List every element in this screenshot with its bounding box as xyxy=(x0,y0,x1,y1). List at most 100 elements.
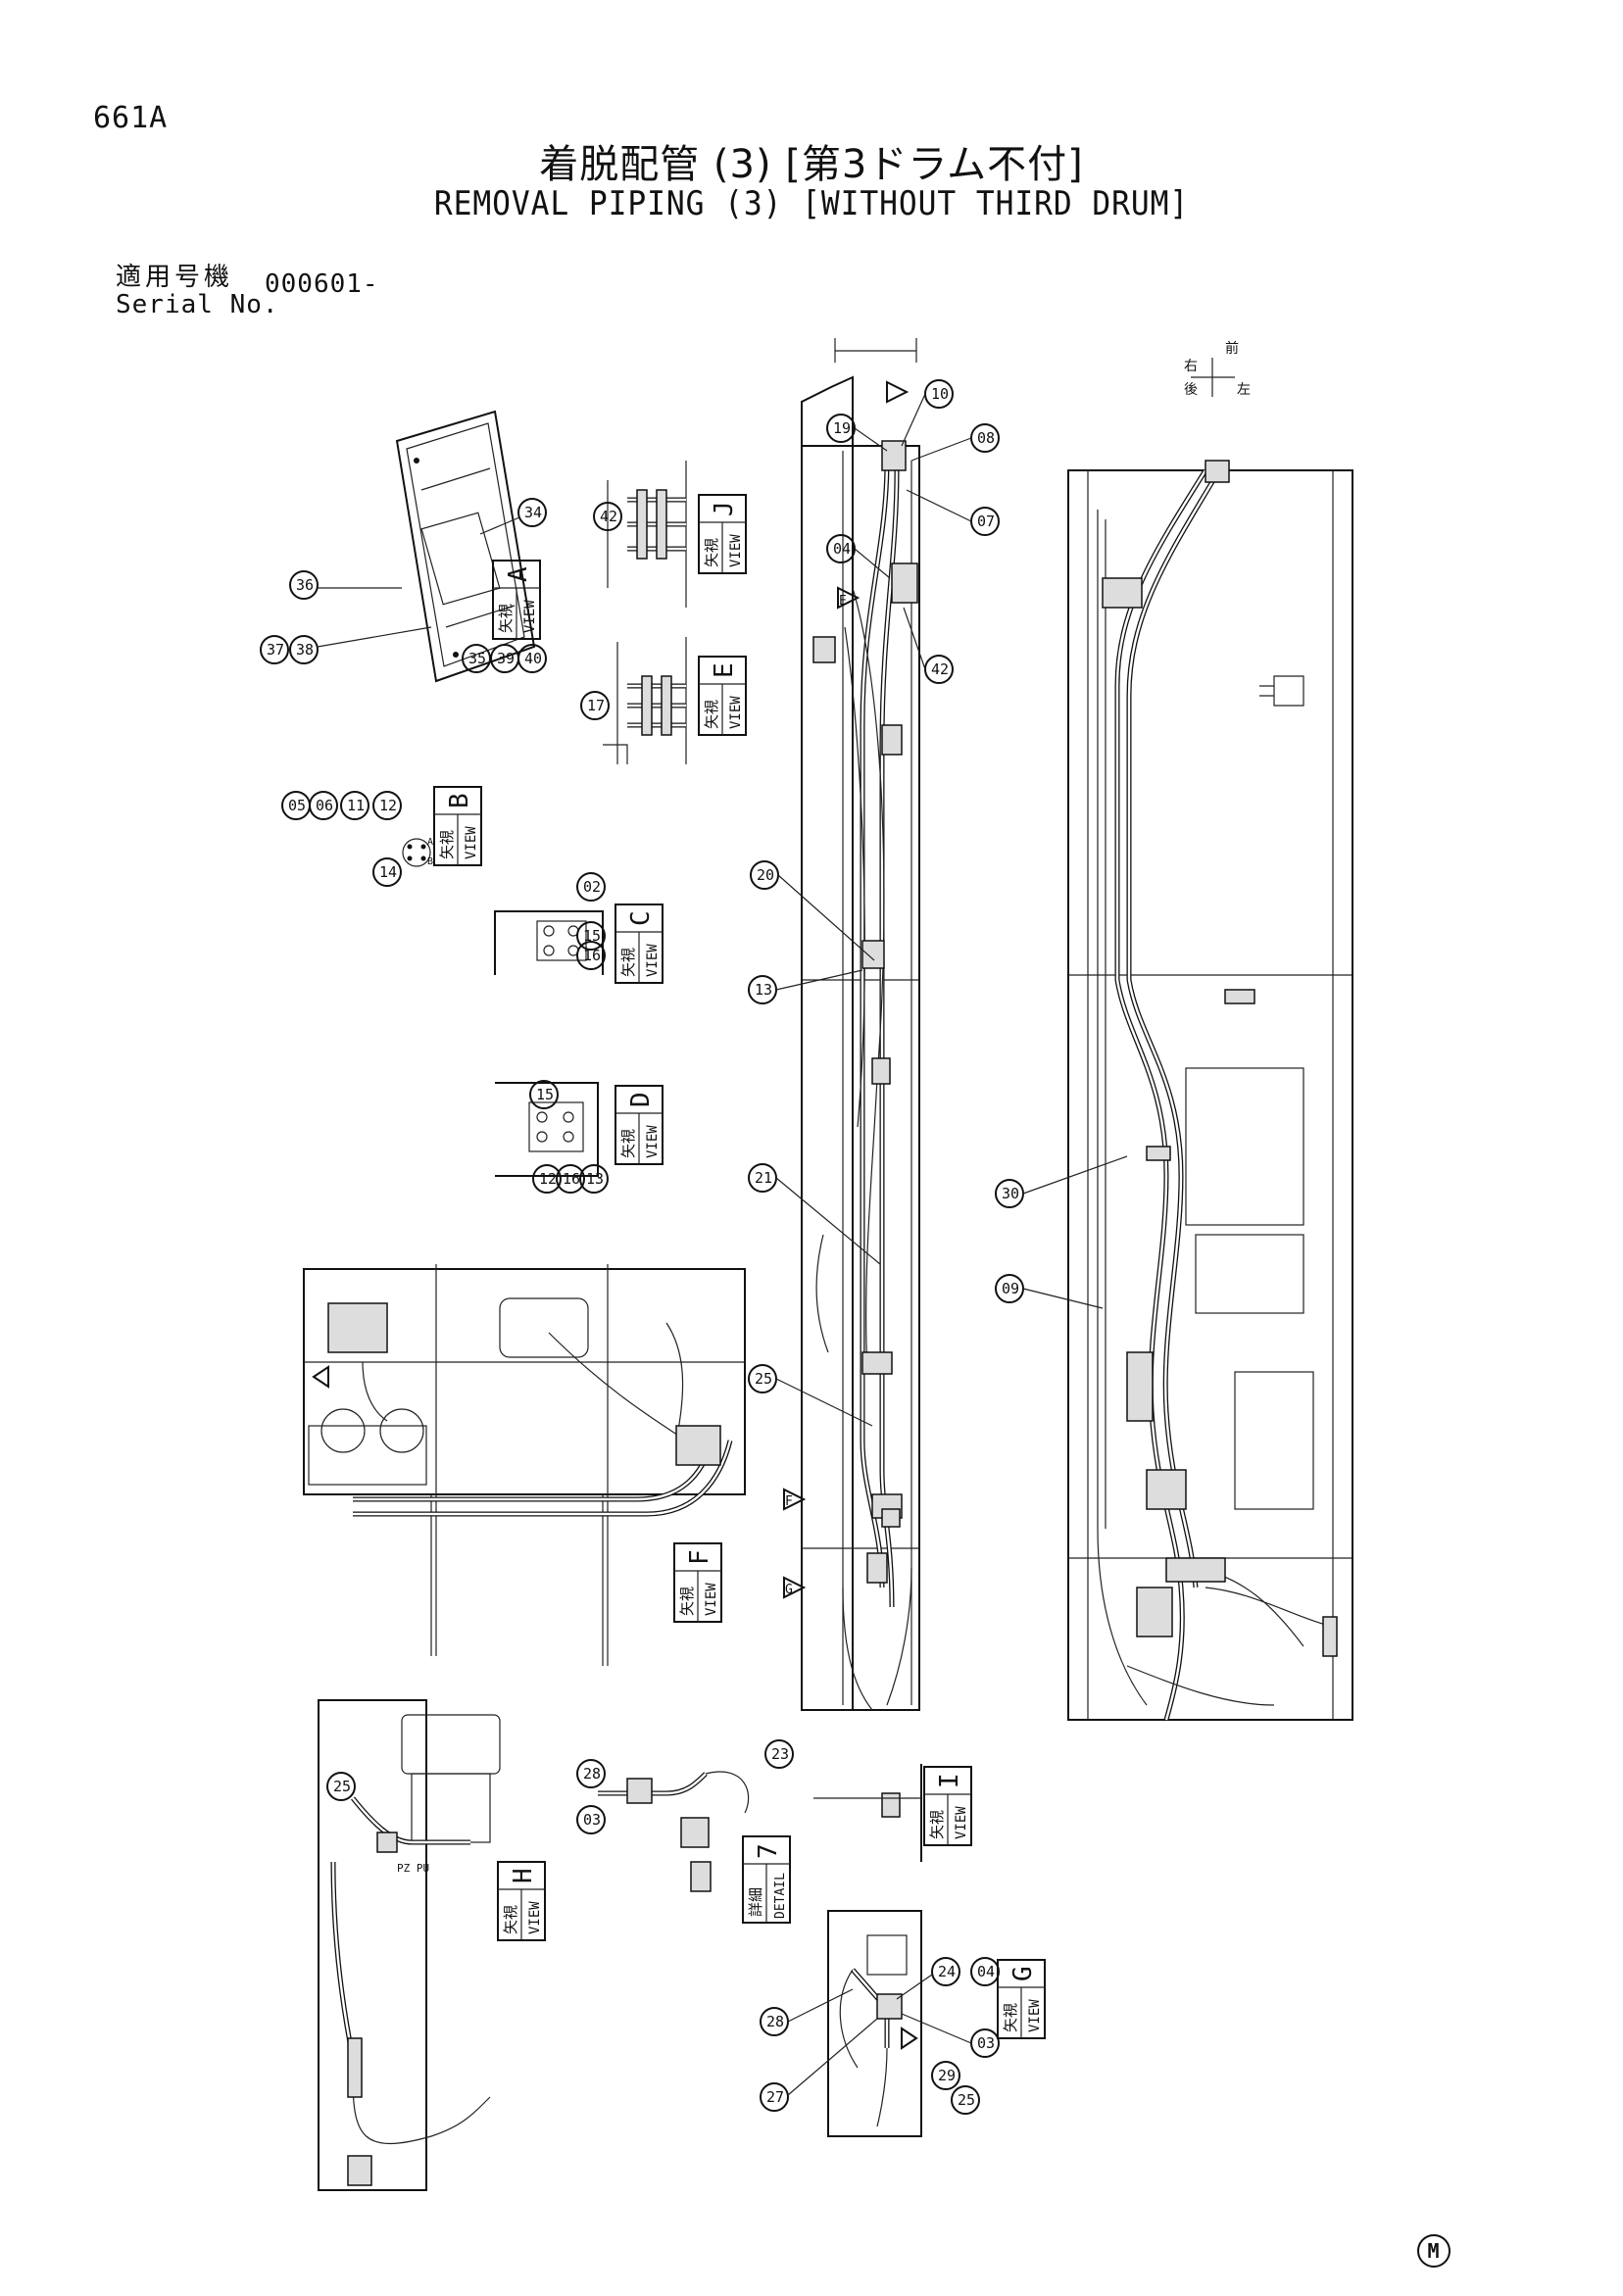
view-arrows: E F G xyxy=(783,380,910,1599)
callout-42: 42 xyxy=(924,655,954,684)
svg-text:VIEW: VIEW xyxy=(527,1901,543,1934)
callout-11: 11 xyxy=(340,791,369,820)
callout-25-g: 25 xyxy=(951,2085,980,2115)
view-label-b: 矢視 VIEW B xyxy=(433,786,482,866)
svg-text:VIEW: VIEW xyxy=(645,944,661,977)
svg-text:15: 15 xyxy=(583,927,601,945)
callout-06: 06 xyxy=(309,791,338,820)
svg-text:矢視: 矢視 xyxy=(928,1810,946,1839)
callout-25-main: 25 xyxy=(748,1364,777,1393)
compass-front: 前 xyxy=(1225,340,1239,357)
callout-40: 40 xyxy=(517,644,547,673)
page-number: 661A xyxy=(93,101,169,135)
svg-text:38: 38 xyxy=(296,641,314,659)
view-label-h: 矢視 VIEW H xyxy=(497,1861,546,1941)
svg-text:11: 11 xyxy=(347,797,365,814)
svg-text:矢視: 矢視 xyxy=(703,700,720,729)
svg-text:B: B xyxy=(445,793,474,808)
manual-mark: M xyxy=(1417,2234,1451,2268)
svg-text:36: 36 xyxy=(296,576,314,594)
callout-14: 14 xyxy=(372,857,402,887)
callout-39: 39 xyxy=(490,644,519,673)
svg-text:I: I xyxy=(935,1773,964,1788)
svg-text:21: 21 xyxy=(755,1169,772,1187)
view-label-d: 矢視 VIEW D xyxy=(615,1085,664,1165)
callout-23: 23 xyxy=(764,1739,794,1769)
view-a-callouts: 34 35 36 37 38 39 40 xyxy=(260,498,547,673)
svg-text:VIEW: VIEW xyxy=(464,826,479,859)
svg-text:19: 19 xyxy=(833,419,851,437)
main-callouts: 19 10 08 07 04 42 20 13 21 25 xyxy=(748,379,1000,1427)
callout-20: 20 xyxy=(750,860,779,890)
svg-text:03: 03 xyxy=(977,2034,995,2052)
view-label-j: 矢視 VIEW J xyxy=(698,494,747,574)
svg-text:VIEW: VIEW xyxy=(728,534,744,567)
callout-37: 37 xyxy=(260,635,289,664)
svg-text:30: 30 xyxy=(1002,1185,1019,1202)
callout-24: 24 xyxy=(931,1957,960,1986)
svg-text:14: 14 xyxy=(379,863,397,881)
view-i-drawing xyxy=(813,1764,922,1862)
view-e-callouts: 17 xyxy=(580,691,610,720)
view-labels: 矢視 VIEW A 矢視 VIEW B 矢視 VIEW C 矢視 VIEW D xyxy=(433,494,1046,2039)
view-b-drawing: A B xyxy=(402,837,433,867)
callout-03-d7: 03 xyxy=(576,1805,606,1834)
svg-text:08: 08 xyxy=(977,429,995,447)
callout-25-h: 25 xyxy=(326,1772,356,1801)
svg-text:D: D xyxy=(626,1092,656,1107)
svg-text:矢視: 矢視 xyxy=(678,1587,696,1616)
svg-text:17: 17 xyxy=(587,697,605,714)
callout-16-d: 16 xyxy=(556,1164,585,1194)
callout-36: 36 xyxy=(289,570,319,600)
svg-text:7: 7 xyxy=(754,1843,783,1859)
svg-text:39: 39 xyxy=(497,650,515,667)
pz-pu-label: PZ PU xyxy=(397,1862,429,1875)
svg-text:16: 16 xyxy=(563,1170,580,1188)
svg-text:E: E xyxy=(710,662,739,678)
port-a-label: A xyxy=(427,837,433,848)
view-g-callouts: 24 04 28 03 29 25 27 xyxy=(760,1957,1000,2115)
svg-text:矢視: 矢視 xyxy=(438,830,456,859)
svg-text:VIEW: VIEW xyxy=(704,1583,719,1616)
callout-08: 08 xyxy=(970,423,1000,453)
view-c-callouts: 02 15 16 xyxy=(576,872,606,970)
view-d-callouts: 12 16 13 15 xyxy=(529,1080,609,1194)
svg-text:40: 40 xyxy=(524,650,542,667)
arrow-e-label: E xyxy=(839,594,847,609)
compass: 右 後 前 左 xyxy=(1184,340,1251,398)
svg-text:34: 34 xyxy=(524,504,542,521)
callout-12-d: 12 xyxy=(532,1164,562,1194)
svg-text:C: C xyxy=(626,910,656,926)
compass-right: 右 xyxy=(1184,359,1198,374)
serial-value: 000601- xyxy=(265,269,379,299)
callout-09: 09 xyxy=(995,1274,1024,1303)
callout-13: 13 xyxy=(748,975,777,1004)
svg-text:04: 04 xyxy=(977,1963,995,1980)
compass-left: 左 xyxy=(1237,382,1251,398)
view-g-drawing xyxy=(827,1910,922,2137)
svg-text:03: 03 xyxy=(583,1811,601,1829)
view-h-callouts: 25 xyxy=(326,1772,356,1801)
callout-05: 05 xyxy=(281,791,311,820)
svg-text:24: 24 xyxy=(938,1963,956,1980)
callout-38: 38 xyxy=(289,635,319,664)
svg-text:15: 15 xyxy=(536,1086,554,1103)
svg-text:25: 25 xyxy=(958,2091,975,2109)
callout-19: 19 xyxy=(826,414,856,443)
svg-text:F: F xyxy=(685,1549,714,1565)
callout-21: 21 xyxy=(748,1163,777,1193)
callout-16-c: 16 xyxy=(576,941,606,970)
svg-text:13: 13 xyxy=(586,1170,604,1188)
callout-04: 04 xyxy=(826,534,856,563)
svg-text:A: A xyxy=(504,566,533,582)
page-title-en: REMOVAL PIPING (3) [WITHOUT THIRD DRUM] xyxy=(433,184,1190,223)
callout-07: 07 xyxy=(970,507,1000,536)
svg-text:09: 09 xyxy=(1002,1280,1019,1297)
callout-04-g: 04 xyxy=(970,1957,1000,1986)
page-title-jp: 着脱配管 (3) [第3ドラム不付] xyxy=(539,142,1084,187)
svg-text:H: H xyxy=(509,1868,538,1883)
svg-text:矢視: 矢視 xyxy=(502,1905,519,1934)
view-label-detail-7: 詳細 DETAIL 7 xyxy=(742,1835,791,1924)
svg-text:矢視: 矢視 xyxy=(497,604,515,633)
svg-text:28: 28 xyxy=(766,2013,784,2030)
